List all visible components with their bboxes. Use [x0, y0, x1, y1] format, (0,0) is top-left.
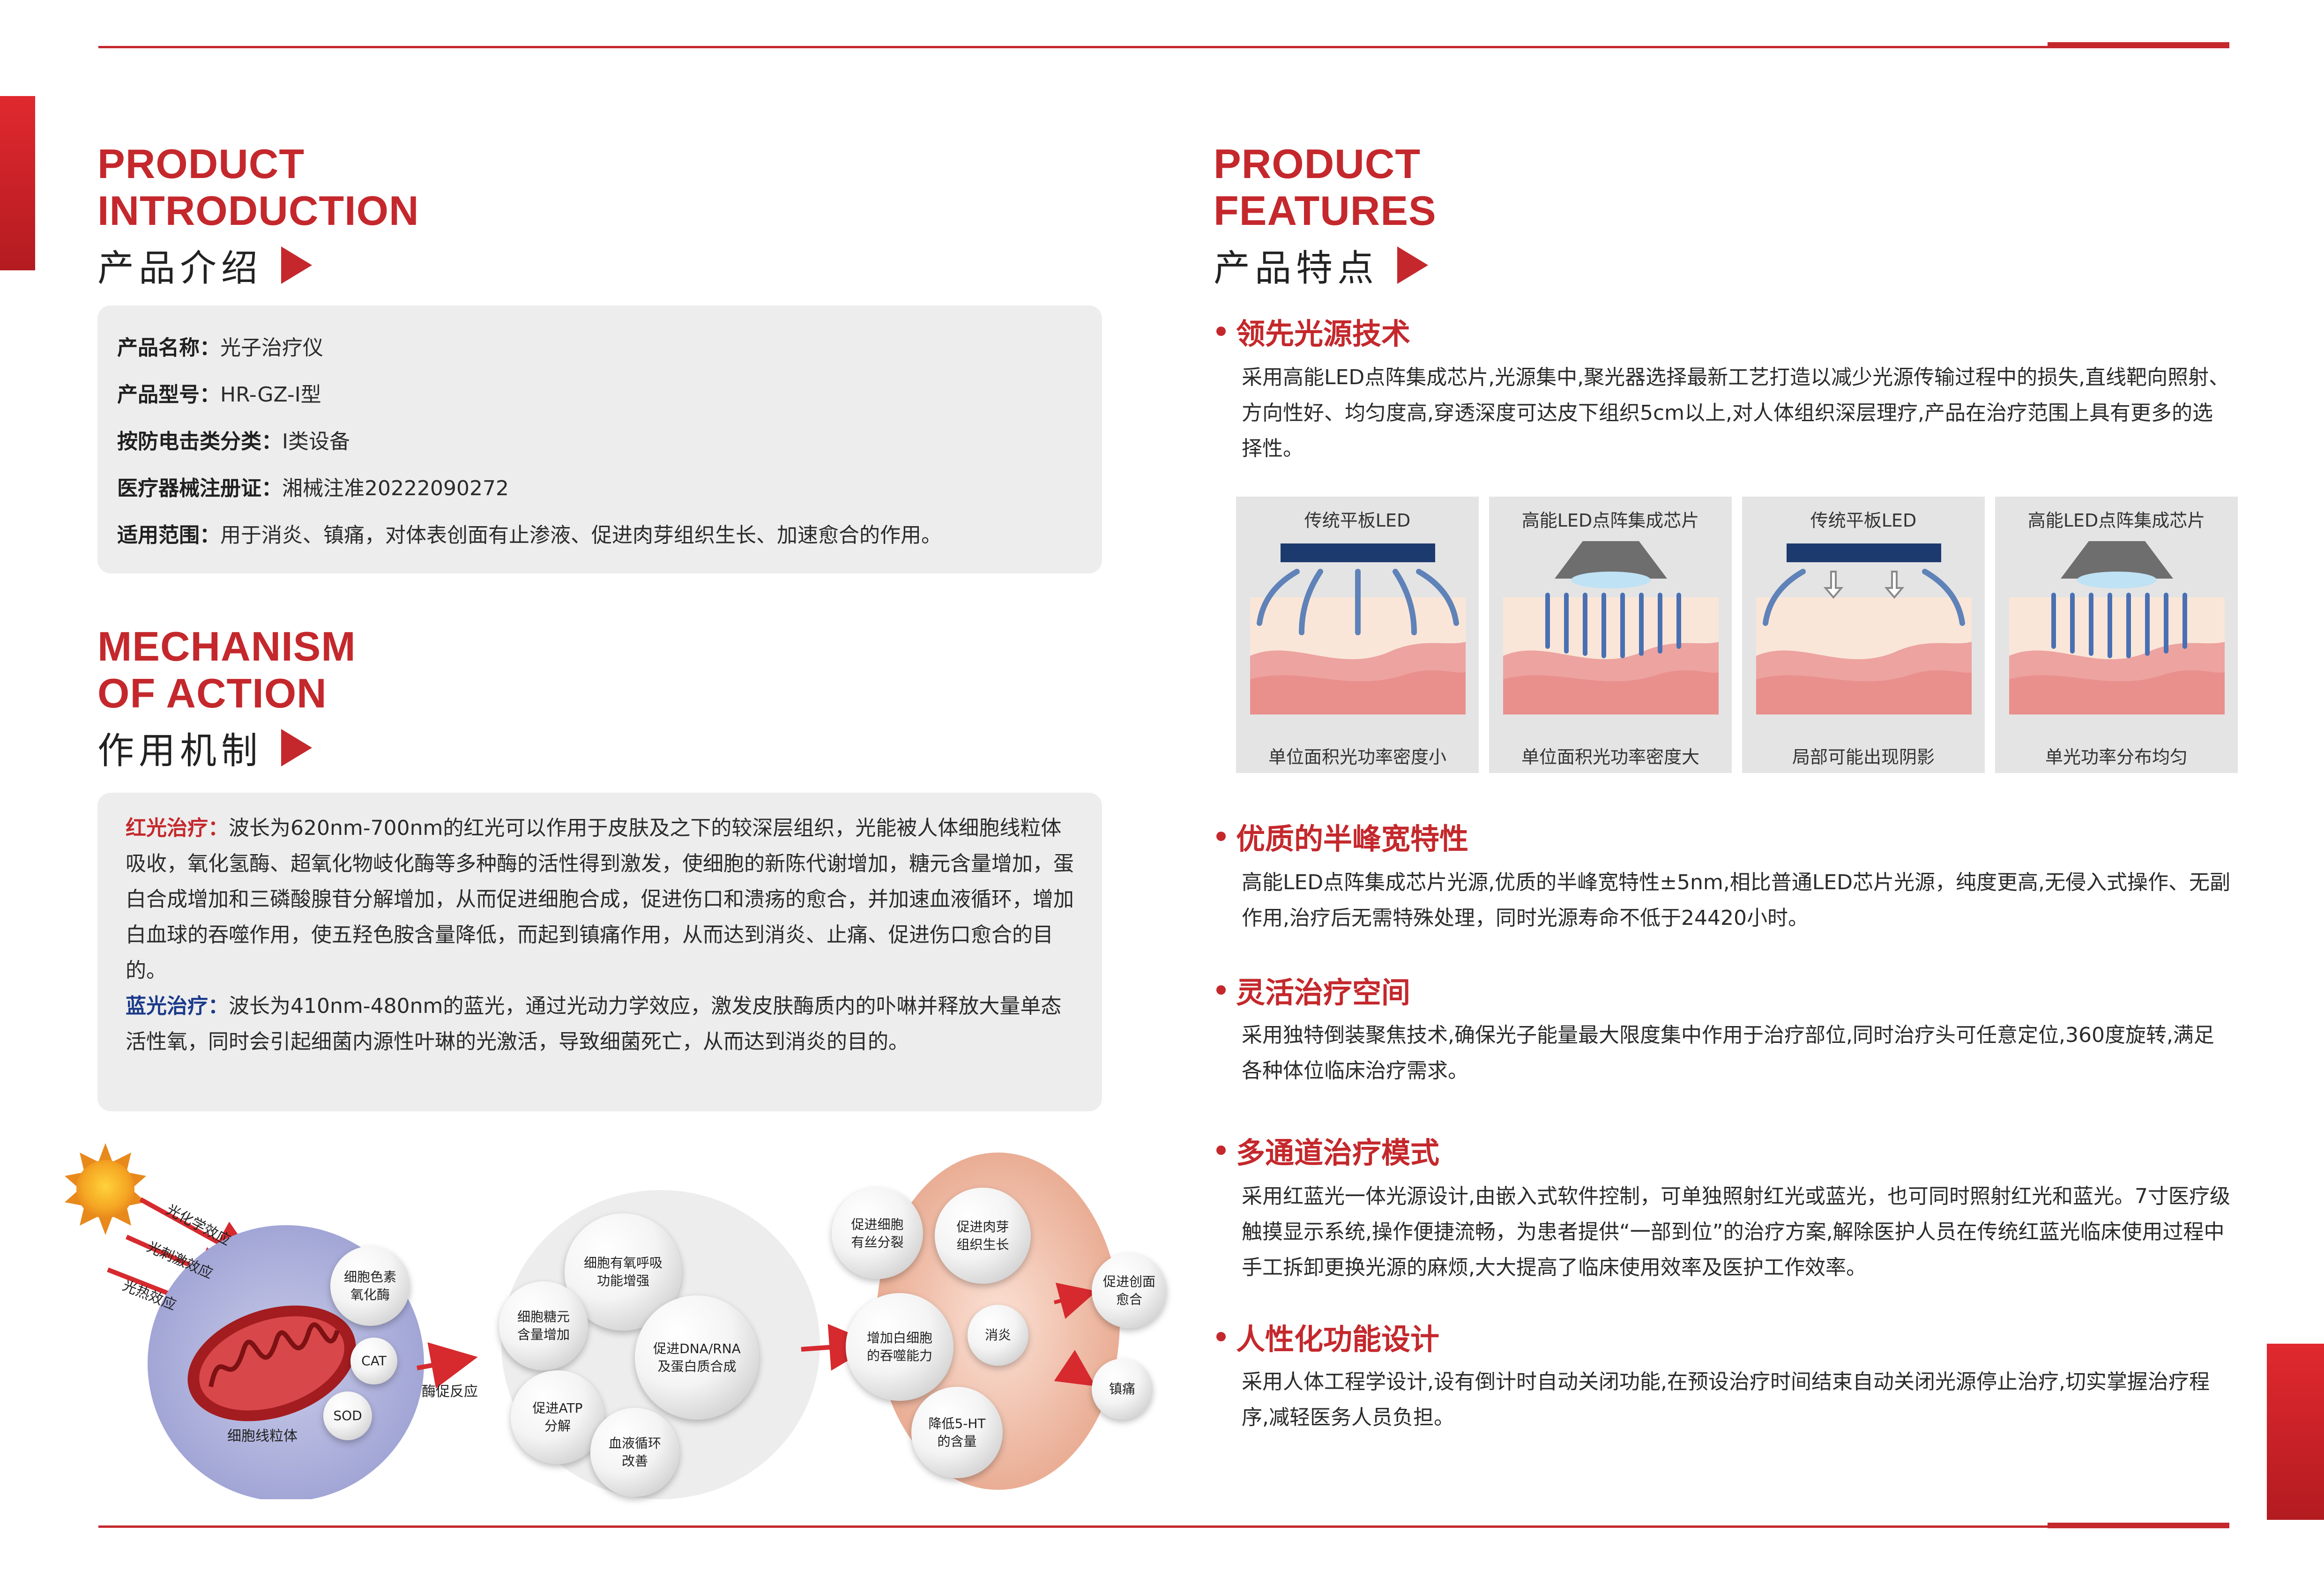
- intro-title-cn: 产品介绍: [97, 239, 313, 291]
- blue-light-label: 蓝光治疗：: [126, 994, 229, 1018]
- bubble-phagocytosis: 增加白细胞 的吞噬能力: [846, 1293, 953, 1401]
- mechanism-diagram: 光化学效应 光刺激效应 光热效应 细胞色素 氧化酶 CAT SOD 细胞线粒体 …: [61, 1143, 1195, 1499]
- arrow-to-healing: [1053, 1282, 1097, 1319]
- features-title-cn: 产品特点: [1214, 239, 1429, 291]
- features-title-line2: FEATURES: [1214, 187, 1437, 234]
- feature-4-head: 多通道治疗模式: [1216, 1129, 1439, 1171]
- intro-title-cn-text: 产品介绍: [97, 247, 263, 290]
- bubble-anti-inflammatory: 消炎: [968, 1305, 1028, 1366]
- mechanism-title-cn-text: 作用机制: [97, 730, 263, 772]
- bubble-5ht: 降低5-HT 的含量: [911, 1387, 1003, 1478]
- feature-4-body: 采用红蓝光一体光源设计,由嵌入式软件控制，可单独照射红光或蓝光，也可同时照射红光…: [1242, 1184, 2230, 1279]
- bottom-rule-accent: [2048, 1523, 2229, 1528]
- feature-1-body: 采用高能LED点阵集成芯片,光源集中,聚光器选择最新工艺打造以减少光源传输过程中…: [1242, 365, 2230, 461]
- info-row-registration: 医疗器械注册证：湘械注准20222090272: [117, 476, 509, 500]
- info-row-name: 产品名称：光子治疗仪: [117, 336, 323, 360]
- intro-info-box: 产品名称：光子治疗仪 产品型号：HR-GZ-Ⅰ型 按防电击类分类：I类设备 医疗…: [97, 305, 1102, 573]
- top-rule-accent: [2048, 42, 2229, 48]
- mechanism-paragraph: 红光治疗：波长为620nm-700nm的红光可以作用于皮肤及之下的较深层组织，光…: [126, 811, 1074, 1060]
- left-red-tab: [0, 96, 35, 270]
- bullet-dot-icon: [1216, 327, 1226, 336]
- red-light-text: 波长为620nm-700nm的红光可以作用于皮肤及之下的较深层组织，光能被人体细…: [126, 816, 1074, 982]
- intro-title-line1: PRODUCT: [97, 141, 305, 187]
- bubble-cytochrome: 细胞色素 氧化酶: [330, 1246, 410, 1326]
- bubble-glycogen: 细胞糖元 含量增加: [499, 1281, 588, 1370]
- info-row-scope: 适用范围：用于消炎、镇痛，对体表创面有止渗液、促进肉芽组织生长、加速愈合的作用。: [117, 523, 942, 547]
- feature-5-head: 人性化功能设计: [1216, 1316, 1439, 1358]
- bubble-analgesia: 镇痛: [1092, 1359, 1153, 1420]
- red-light-label: 红光治疗：: [126, 816, 229, 840]
- bubble-dna-rna: 促进DNA/RNA 及蛋白质合成: [635, 1295, 759, 1420]
- bullet-dot-icon: [1216, 832, 1226, 841]
- bubble-sod: SOD: [323, 1391, 372, 1440]
- triangle-arrow-icon: [1397, 246, 1429, 284]
- bubble-wound-healing: 促进创面 愈合: [1092, 1253, 1167, 1328]
- features-title-cn-text: 产品特点: [1214, 247, 1379, 290]
- feature-5-body: 采用人体工程学设计,设有倒计时自动关闭功能,在预设治疗时间结束自动关闭光源停止治…: [1242, 1370, 2210, 1429]
- arrow-cell-to-mid: [417, 1342, 478, 1389]
- top-rule: [98, 46, 2229, 48]
- features-title-line1: PRODUCT: [1214, 141, 1421, 187]
- panel-traditional-2: 传统平板LED 局部可能出现阴影: [1742, 497, 1985, 773]
- mechanism-title-en: MECHANISM OF ACTION: [97, 623, 356, 717]
- feature-3-body: 采用独特倒装聚焦技术,确保光子能量最大限度集中作用于治疗部位,同时治疗头可任意定…: [1242, 1023, 2214, 1083]
- feature-2-head: 优质的半峰宽特性: [1216, 815, 1468, 857]
- arrow-to-analgesia: [1054, 1350, 1096, 1386]
- panel-highpower-1: 高能LED点阵集成芯片 单位面积光功率密度大: [1489, 497, 1732, 773]
- triangle-arrow-icon: [281, 246, 313, 284]
- panel-traditional-1: 传统平板LED 单位面积光功率密度小: [1236, 497, 1479, 773]
- right-red-tab: [2267, 1344, 2324, 1520]
- feature-3-head: 灵活治疗空间: [1216, 969, 1410, 1011]
- mechanism-title-cn: 作用机制: [97, 722, 313, 774]
- features-title-en: PRODUCT FEATURES: [1214, 141, 1437, 234]
- bullet-dot-icon: [1216, 985, 1226, 995]
- info-row-class: 按防电击类分类：I类设备: [117, 430, 350, 454]
- triangle-arrow-icon: [281, 729, 313, 766]
- mechanism-title-line1: MECHANISM: [97, 623, 356, 669]
- blue-light-text: 波长为410nm-480nm的蓝光，通过光动力学效应，激发皮肤酶质内的卟啉并释放…: [126, 994, 1062, 1054]
- cell-label: 细胞线粒体: [227, 1428, 298, 1444]
- enzyme-arrow-label: 酶促反应: [422, 1384, 478, 1400]
- intro-title-en: PRODUCT INTRODUCTION: [97, 141, 419, 234]
- bubble-circulation: 血液循环 改善: [590, 1408, 679, 1497]
- bubble-atp: 促进ATP 分解: [511, 1370, 604, 1464]
- mitochondrion-icon: [187, 1305, 356, 1421]
- info-row-model: 产品型号：HR-GZ-Ⅰ型: [117, 383, 321, 407]
- mechanism-text-box: 红光治疗：波长为620nm-700nm的红光可以作用于皮肤及之下的较深层组织，光…: [97, 793, 1102, 1111]
- feature-1-head: 领先光源技术: [1216, 310, 1410, 352]
- bullet-dot-icon: [1216, 1146, 1226, 1155]
- mechanism-title-line2: OF ACTION: [97, 670, 327, 716]
- bubble-cat: CAT: [350, 1338, 397, 1384]
- panel-highpower-2: 高能LED点阵集成芯片 单光功率分布均匀: [1995, 497, 2238, 773]
- bullet-dot-icon: [1216, 1332, 1226, 1341]
- bottom-rule: [98, 1525, 2229, 1528]
- feature-2-body: 高能LED点阵集成芯片光源,优质的半峰宽特性±5nm,相比普通LED芯片光源，纯…: [1242, 870, 2230, 930]
- bubble-mitosis: 促进细胞 有丝分裂: [832, 1188, 923, 1279]
- intro-title-line2: INTRODUCTION: [97, 187, 419, 234]
- sun-icon: [65, 1143, 146, 1235]
- bubble-granulation: 促进肉芽 组织生长: [935, 1188, 1031, 1284]
